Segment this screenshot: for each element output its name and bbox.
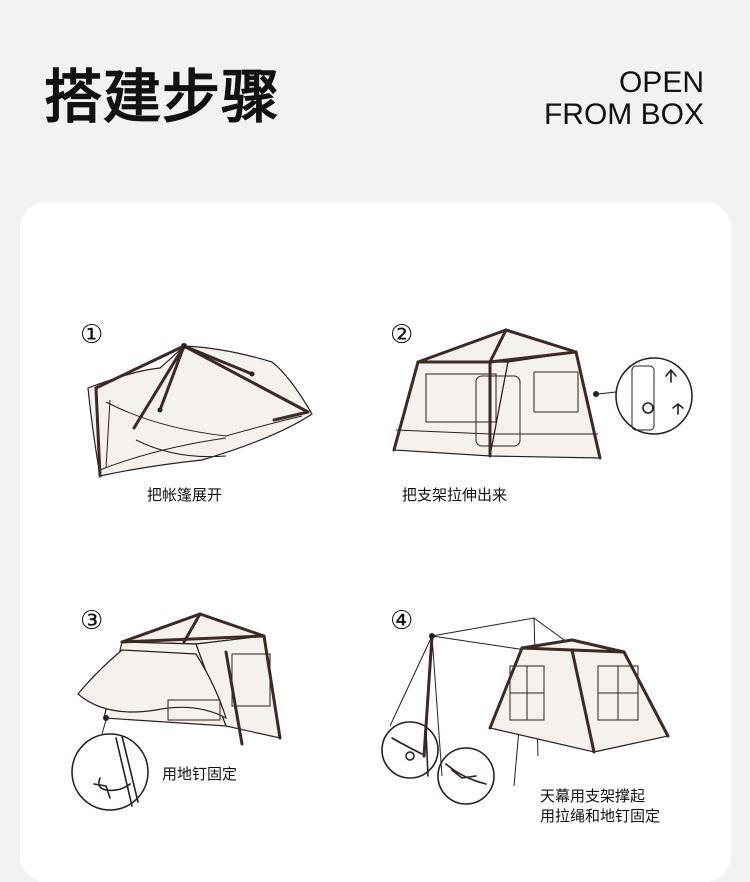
steps-card (20, 202, 731, 882)
folded-tent-illustration (87, 343, 313, 478)
tent-awning-illustration (381, 617, 670, 805)
step-2: ② 把支架拉伸出来 (386, 318, 706, 578)
step-1-caption: 把帐篷展开 (147, 486, 223, 504)
subtitle-line-1: OPEN (618, 66, 704, 99)
step-4-caption-line-2: 用拉绳和地钉固定 (540, 807, 661, 825)
step-2-number: ② (390, 320, 414, 350)
step-1-number: ① (80, 320, 104, 350)
step-2-caption: 把支架拉伸出来 (402, 486, 508, 504)
subtitle-line-2: FROM BOX (543, 98, 704, 131)
step-3-caption: 用地钉固定 (162, 765, 238, 783)
page-title: 搭建步骤 (44, 63, 281, 131)
step-4: ④ 天幕用支架撑起 用拉绳和地钉固定 (381, 606, 706, 866)
step-3: ③ 用地钉固定 (71, 606, 396, 866)
step-1: ① 把帐篷展开 (76, 318, 396, 578)
tent-stake-illustration (71, 612, 282, 811)
page-subtitle: OPEN FROM BOX (544, 67, 704, 131)
step-4-number: ④ (390, 606, 414, 636)
step-3-number: ③ (80, 606, 104, 636)
step-4-caption-line-1: 天幕用支架撑起 (540, 787, 646, 805)
tent-frame-extend-illustration (392, 328, 693, 460)
